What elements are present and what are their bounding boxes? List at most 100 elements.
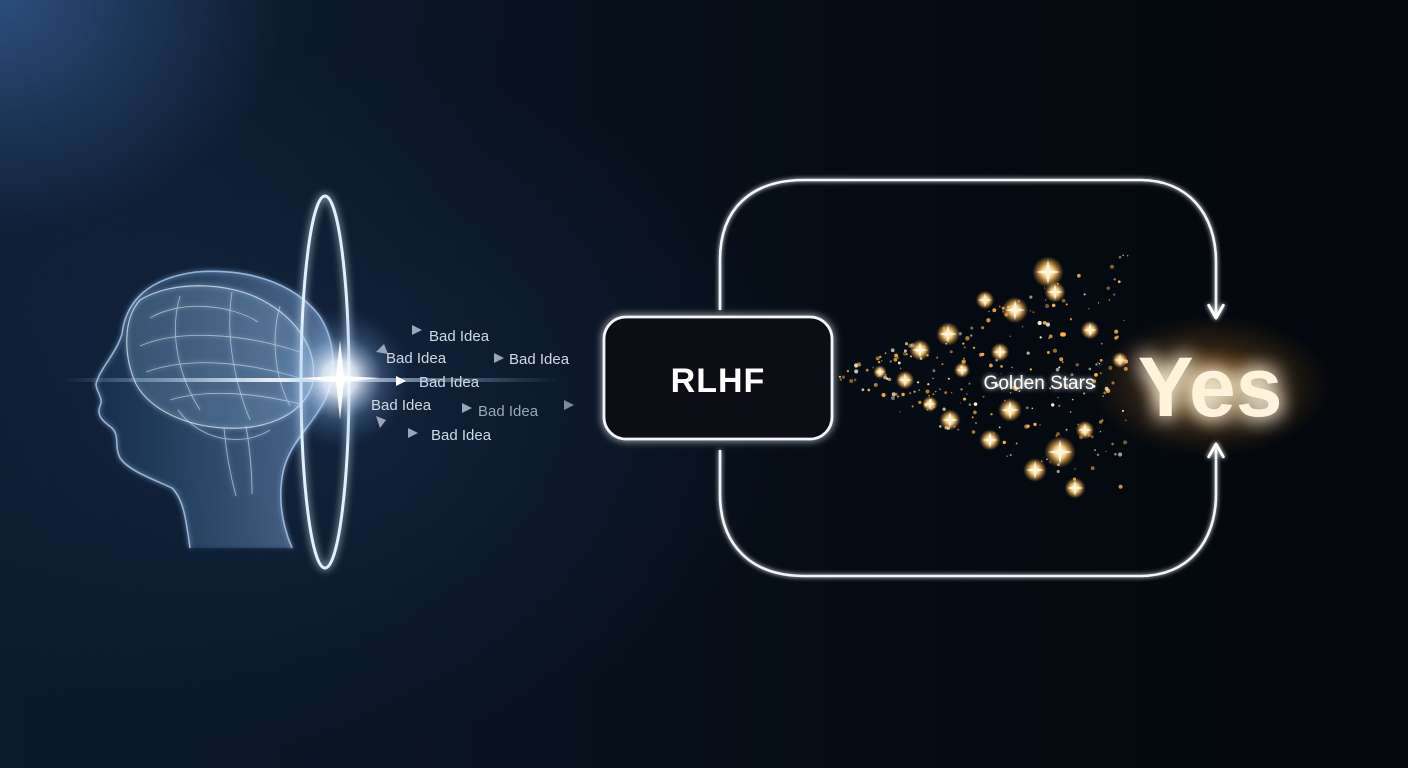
star-particle	[884, 352, 887, 355]
rlhf-box: RLHF	[602, 315, 834, 441]
bad-idea-arrow-icon	[376, 416, 386, 428]
star-particle	[853, 378, 857, 382]
star-particle	[897, 357, 899, 359]
star-particle	[893, 357, 898, 362]
star-particle	[936, 356, 939, 359]
star-particle	[1061, 298, 1066, 303]
star-particle	[849, 379, 854, 383]
star-particle	[901, 392, 905, 397]
star-particle	[965, 336, 970, 341]
star-particle	[970, 326, 974, 330]
star-particle	[992, 308, 997, 313]
bad-idea-arrow-icon	[564, 400, 574, 410]
star-particle	[949, 350, 953, 354]
star-particle	[899, 367, 902, 370]
star-particle	[1127, 255, 1129, 257]
star-particle	[1118, 484, 1123, 489]
star-particle	[1118, 452, 1123, 457]
star-particle	[1009, 335, 1012, 337]
golden-stars-label: Golden Stars	[984, 373, 1095, 394]
feedback-loop-bottom	[718, 442, 1225, 578]
yes-glow	[1090, 316, 1330, 456]
star-particle	[1045, 322, 1051, 327]
bad-idea-arrow-icon	[412, 325, 422, 335]
star-particle	[1014, 386, 1019, 391]
star-particle	[867, 388, 871, 392]
star-particle	[899, 411, 901, 413]
star-particle	[856, 362, 862, 367]
star-particle	[1099, 431, 1102, 433]
star-particle	[944, 391, 948, 395]
sparkle-star-icon	[1005, 300, 1025, 320]
star-particle	[1025, 406, 1029, 410]
bad-idea-arrow-icon	[396, 376, 406, 386]
star-particle	[970, 334, 973, 337]
star-particle	[1058, 366, 1061, 369]
yes-output-label: Yes	[1138, 340, 1283, 434]
star-particle	[896, 395, 900, 398]
bad-idea-arrow-icon	[494, 353, 504, 363]
star-particle	[932, 377, 934, 380]
star-particle	[1051, 303, 1056, 308]
star-particle	[1087, 379, 1089, 381]
star-particle	[1117, 280, 1121, 284]
star-particle	[1048, 334, 1053, 339]
star-particle	[998, 305, 1001, 308]
star-particle	[1097, 302, 1100, 304]
sparkle-star-icon	[956, 364, 968, 376]
star-particle	[887, 377, 892, 382]
star-particle	[971, 416, 974, 419]
star-particle	[881, 360, 883, 362]
star-particle	[973, 410, 977, 415]
star-particle	[1039, 423, 1041, 426]
sparkle-star-icon	[993, 345, 1007, 359]
star-particle	[1123, 440, 1128, 445]
star-particle	[1069, 318, 1073, 321]
star-particle	[1037, 320, 1042, 326]
star-particle	[960, 388, 963, 391]
star-particle	[988, 363, 993, 368]
star-particle	[1077, 273, 1081, 278]
star-particle	[1051, 403, 1055, 407]
star-particle	[1108, 299, 1111, 301]
star-particle	[925, 389, 930, 394]
star-particle	[998, 426, 1001, 429]
star-particle	[932, 369, 936, 373]
star-particle	[981, 352, 985, 357]
star-particle	[854, 369, 859, 374]
star-particle	[986, 318, 991, 323]
star-particle	[1106, 286, 1111, 291]
sparkle-star-icon	[1048, 440, 1072, 464]
star-particle	[947, 377, 950, 380]
star-particle	[897, 361, 901, 365]
sparkle-star-icon	[875, 367, 885, 377]
star-particle	[939, 388, 941, 390]
sparkle-star-icon	[1036, 260, 1060, 284]
star-particle	[1009, 391, 1012, 394]
star-particle	[1065, 428, 1068, 431]
star-particle	[1061, 361, 1064, 364]
star-particle	[846, 369, 850, 373]
star-particle	[1056, 432, 1060, 436]
sparkle-star-icon	[1047, 284, 1063, 300]
sparkle-star-icon	[1067, 480, 1083, 496]
star-particle	[1105, 450, 1107, 453]
feedback-loop-top	[718, 178, 1225, 320]
sparkle-star-icon	[942, 412, 958, 428]
star-particle	[918, 389, 920, 391]
star-particle	[903, 351, 907, 356]
sparkle-star-icon	[1026, 461, 1044, 479]
star-particle	[1029, 295, 1033, 299]
star-particle	[950, 392, 953, 394]
star-particle	[1070, 373, 1074, 377]
star-particle	[1113, 293, 1116, 296]
star-particle	[913, 390, 916, 393]
star-particle	[1046, 351, 1050, 354]
star-particle	[972, 346, 976, 349]
bad-idea-label: Bad Idea	[371, 397, 432, 414]
bad-idea-label: Bad Idea	[478, 403, 539, 420]
star-particle	[918, 400, 922, 405]
star-particle	[881, 392, 886, 398]
star-particle	[861, 388, 865, 392]
star-particle	[873, 382, 878, 387]
